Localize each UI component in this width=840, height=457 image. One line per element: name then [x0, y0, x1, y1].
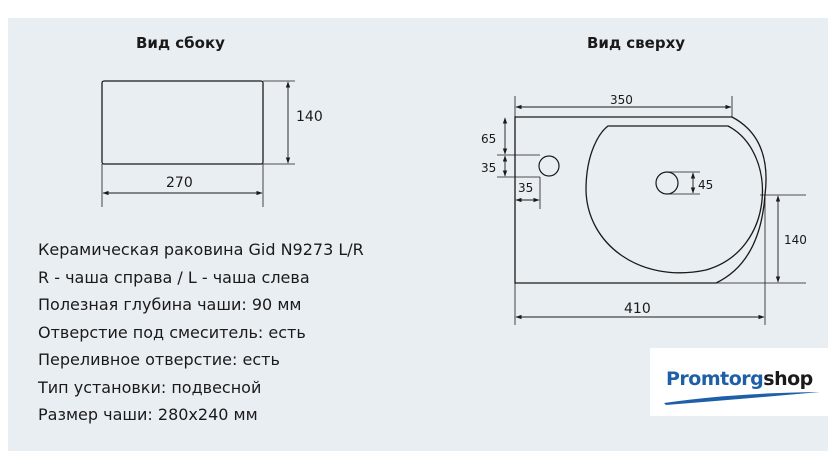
top-view	[497, 96, 806, 325]
logo-text-part2: shop	[763, 368, 813, 390]
logo-text-part1: Promtorg	[666, 368, 764, 390]
spec-line-faucet-hole: Отверстие под смеситель: есть	[38, 322, 306, 342]
drain-label: 45	[698, 178, 713, 192]
logo-text: Promtorgshop	[666, 368, 813, 390]
left-offset-label: 65	[481, 132, 496, 146]
promtorgshop-logo: Promtorgshop	[650, 348, 828, 416]
spec-line-bowl-size: Размер чаши: 280x240 мм	[38, 405, 258, 424]
bowl-depth-label: 140	[784, 233, 807, 247]
spec-line-overflow: Переливное отверстие: есть	[38, 350, 280, 369]
drain-hole	[655, 171, 679, 195]
side-height-label: 140	[296, 109, 323, 125]
side-view-outline	[101, 80, 264, 165]
top-view-title: Вид сверху	[587, 34, 686, 52]
spec-line-orientation: R - чаша справа / L - чаша слева	[38, 267, 310, 287]
side-view-title: Вид сбоку	[136, 34, 225, 52]
spec-line-model: Керамическая раковина Gid N9273 L/R	[38, 240, 364, 259]
faucet-height-label: 35	[481, 161, 496, 175]
specifications-list: Керамическая раковина Gid N9273 L/R R - …	[38, 236, 364, 429]
spec-line-mounting: Тип установки: подвесной	[38, 377, 262, 397]
faucet-hole	[538, 155, 560, 177]
faucet-offset-label: 35	[518, 181, 533, 195]
side-view	[101, 80, 295, 207]
bowl-outline	[585, 125, 764, 274]
logo-swoosh-icon	[664, 392, 820, 405]
bottom-width-label: 410	[624, 301, 651, 317]
spec-line-depth: Полезная глубина чаши: 90 мм	[38, 295, 302, 314]
top-view-outline	[514, 116, 767, 284]
top-width-label: 350	[610, 93, 633, 107]
side-width-label: 270	[166, 175, 193, 191]
